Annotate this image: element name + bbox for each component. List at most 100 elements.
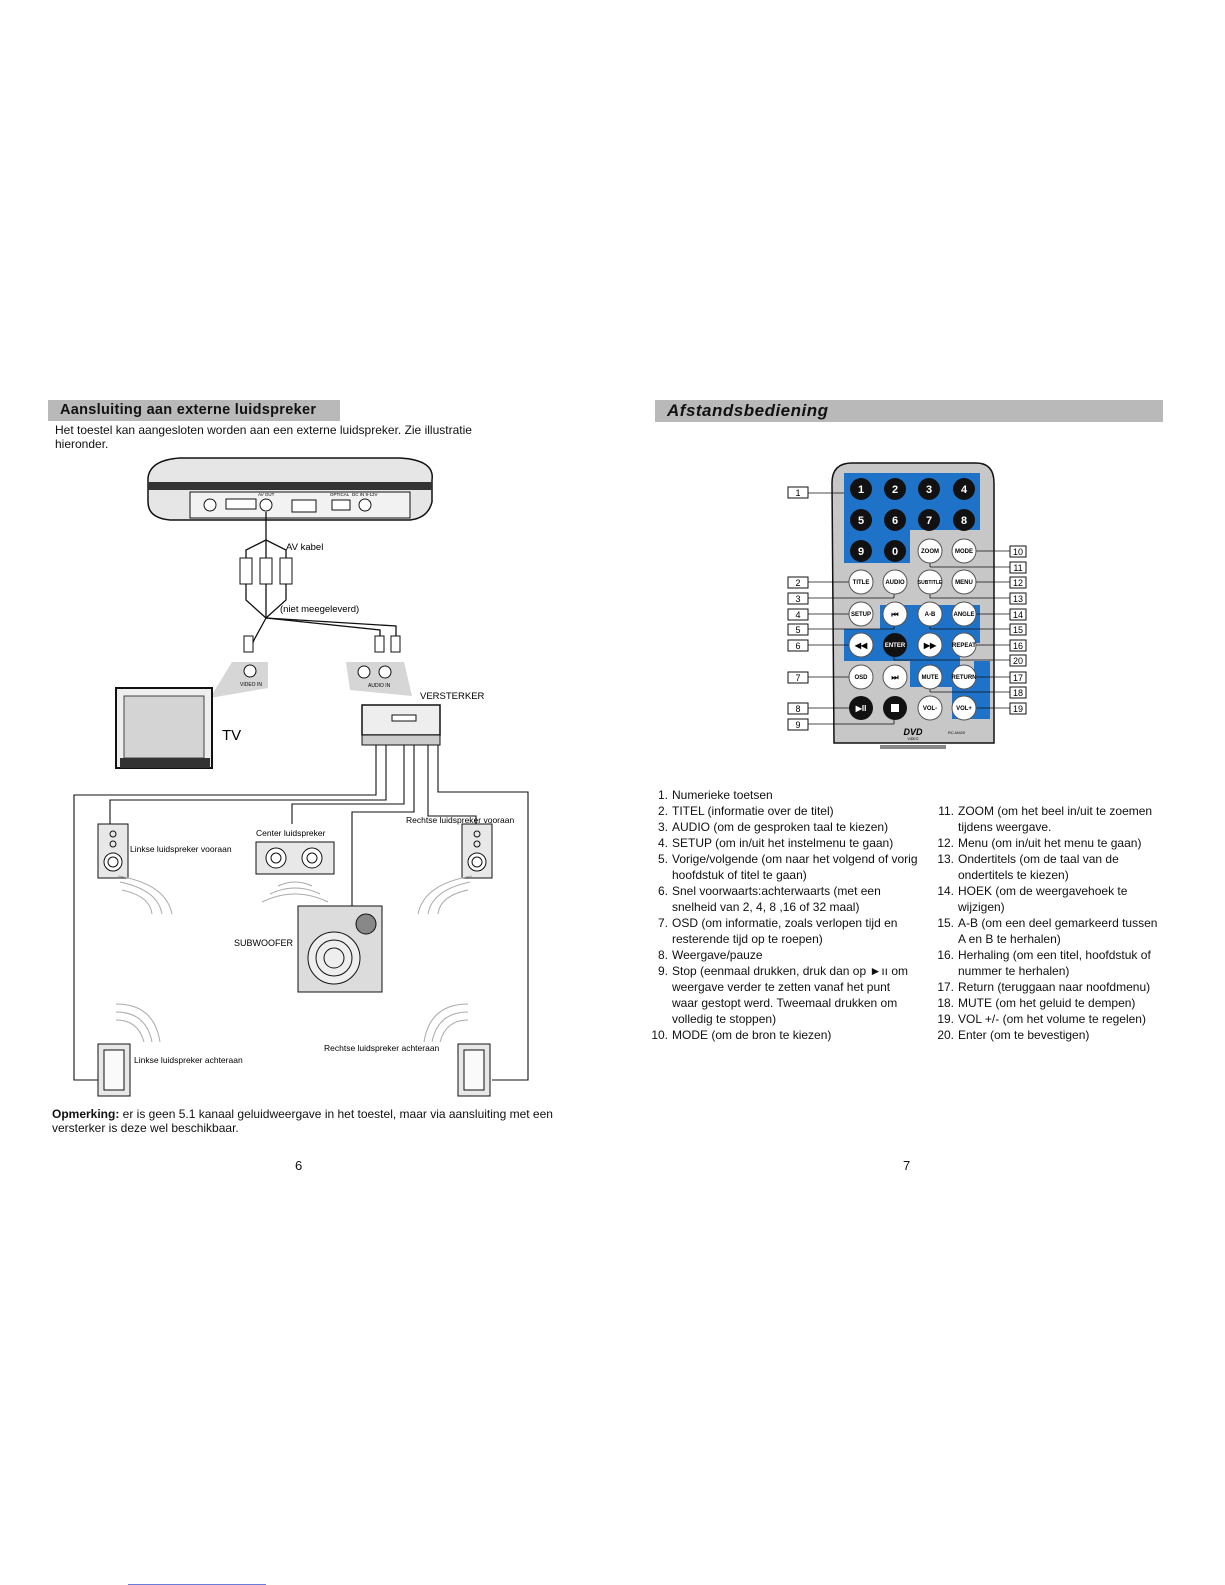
svg-text:9: 9 [858, 546, 864, 558]
list-item: 5.Vorige/volgende (om naar het volgend o… [657, 852, 918, 882]
callout-12: 12 [1009, 576, 1027, 589]
callout-boxes: 1 2 3 4 5 6 7 8 9 10 11 12 13 14 15 16 2… [787, 486, 1027, 731]
svg-text:MODE: MODE [955, 549, 973, 555]
svg-text:8: 8 [795, 704, 800, 714]
amplifier-label: VERSTERKER [420, 691, 485, 702]
list-item: 14.HOEK (om de weergavehoek te wijzigen) [937, 884, 1128, 914]
key-mute: MUTE [917, 664, 943, 690]
svg-text:VOL+: VOL+ [956, 706, 972, 712]
svg-text:17: 17 [1013, 673, 1023, 683]
svg-text:2: 2 [892, 484, 898, 496]
list-item: 15.A-B (om een deel gemarkeerd tussen A … [937, 916, 1158, 946]
center-label: Center luidspreker [256, 828, 326, 838]
key-7: 7 [918, 509, 940, 531]
svg-text:6: 6 [795, 641, 800, 651]
svg-text:ANGLE: ANGLE [954, 612, 975, 618]
video-in-jack: VIDEO IN [210, 662, 268, 698]
svg-text:4: 4 [795, 610, 800, 620]
speaker-connection-diagram: AV OUT OPTICAL DC IN 9-12V AV kabel (nie… [73, 457, 529, 1097]
svg-text:ZOOM: ZOOM [921, 549, 939, 555]
callout-3: 3 [787, 592, 809, 605]
key-return: RETURN [951, 664, 977, 690]
speaker-wires [73, 745, 529, 1081]
svg-text:0: 0 [892, 546, 898, 558]
callout-19: 19 [1009, 702, 1027, 715]
av-cable-label: AV kabel [286, 542, 323, 553]
key-zoom: ZOOM [917, 538, 943, 564]
svg-text:MENU: MENU [955, 580, 973, 586]
key-title: TITLE [848, 569, 874, 595]
svg-text:▶▶: ▶▶ [923, 641, 937, 650]
subwoofer-label: SUBWOOFER [234, 938, 294, 948]
svg-text:7: 7 [926, 515, 932, 527]
front-right-speaker [417, 823, 493, 915]
tv-label: TV [222, 727, 241, 744]
key-angle: ANGLE [951, 601, 977, 627]
key-next: ⏭ [882, 664, 908, 690]
callout-13: 13 [1009, 592, 1027, 605]
key-stop [883, 696, 907, 720]
callout-8: 8 [787, 702, 809, 715]
svg-text:3: 3 [795, 594, 800, 604]
subwoofer [297, 905, 383, 993]
key-4: 4 [953, 478, 975, 500]
svg-text:SUBTITLE: SUBTITLE [918, 580, 943, 586]
page-number-left: 6 [295, 1158, 303, 1173]
list-item: 2.TITEL (informatie over de titel) [657, 804, 834, 818]
amplifier-icon [361, 704, 441, 746]
key-5: 5 [850, 509, 872, 531]
svg-text:10: 10 [1013, 547, 1023, 557]
svg-text:5: 5 [795, 625, 800, 635]
dvd-logo: DVD [903, 727, 923, 737]
key-1: 1 [850, 478, 872, 500]
list-item: 17.Return (teruggaan naar noofdmenu) [937, 980, 1151, 994]
av-out-port [259, 498, 273, 512]
svg-text:5: 5 [858, 515, 864, 527]
key-subtitle: SUBTITLE [917, 569, 943, 595]
svg-text:AUDIO: AUDIO [885, 580, 905, 586]
remote-keys: 1 2 3 4 5 6 7 8 9 0 [850, 478, 975, 562]
callout-10: 10 [1009, 545, 1027, 558]
key-vol-plus: VOL+ [951, 695, 977, 721]
svg-text:1: 1 [858, 484, 864, 496]
svg-text:8: 8 [961, 515, 967, 527]
svg-text:A-B: A-B [925, 612, 936, 618]
video-in-label: VIDEO IN [240, 682, 262, 688]
tv-icon [115, 687, 213, 769]
key-vol-minus: VOL- [917, 695, 943, 721]
front-right-label: Rechtse luidspreker vooraan [406, 815, 514, 825]
svg-text:20: 20 [1013, 656, 1023, 666]
key-enter: ENTER [883, 633, 907, 657]
function-list-left: 1.Numerieke toetsen 2.TITEL (informatie … [648, 787, 918, 1043]
intro-text: Het toestel kan aangesloten worden aan e… [55, 423, 472, 451]
key-fast-forward: ▶▶ [917, 632, 943, 658]
front-left-label: Linkse luidspreker vooraan [130, 844, 232, 854]
callout-5: 5 [787, 623, 809, 636]
section-heading-remote: Afstandsbediening [655, 400, 1163, 422]
key-repeat: REPEAT [951, 632, 977, 658]
list-item: 1.Numerieke toetsen [657, 788, 773, 802]
svg-text:13: 13 [1013, 594, 1023, 604]
list-item: 18.MUTE (om het geluid te dempen) [937, 996, 1136, 1010]
key-play-pause: ▶II [849, 696, 873, 720]
svg-text:REPEAT: REPEAT [952, 643, 976, 649]
remote-function-keys: ZOOM MODE TITLE AUDIO SUBTITLE MENU SETU… [848, 538, 977, 721]
center-speaker [255, 841, 335, 903]
svg-text:14: 14 [1013, 610, 1023, 620]
page-number-right: 7 [903, 1158, 911, 1173]
svg-text:7: 7 [795, 673, 800, 683]
list-item: 9.Stop (eenmaal drukken, druk dan op ►ıı… [657, 964, 909, 1026]
port-label-optical: OPTICAL [330, 492, 350, 497]
rear-right-label: Rechtse luidspreker achteraan [324, 1043, 440, 1053]
svg-text:▶II: ▶II [855, 704, 867, 713]
not-supplied-label: (niet meegeleverd) [280, 604, 359, 615]
list-item: 6.Snel voorwaarts:achterwaarts (met een … [657, 884, 881, 914]
list-item: 13.Ondertitels (om de taal van de ondert… [937, 852, 1119, 882]
svg-text:⏭: ⏭ [891, 673, 899, 682]
svg-text:RETURN: RETURN [952, 675, 977, 681]
list-item: 12.Menu (om in/uit het menu te gaan) [937, 836, 1142, 850]
callout-20: 20 [1009, 654, 1027, 667]
key-rewind: ◀◀ [848, 632, 874, 658]
section-heading-external-speaker: Aansluiting aan externe luidspreker [48, 400, 340, 421]
callout-4: 4 [787, 608, 809, 621]
